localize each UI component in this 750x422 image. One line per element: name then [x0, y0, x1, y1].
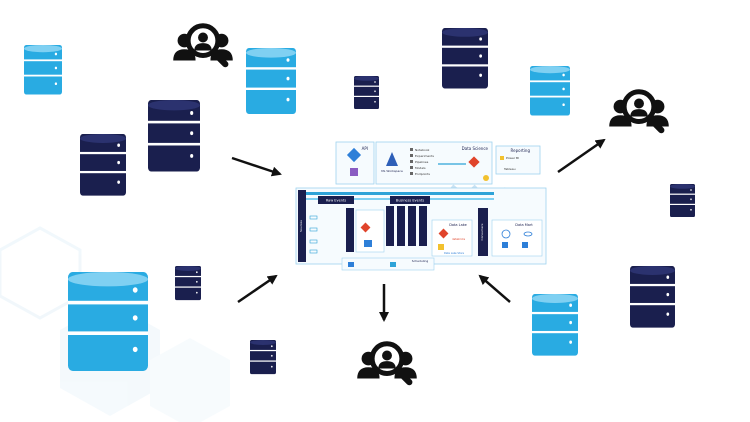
svg-text:Power BI: Power BI [506, 156, 519, 160]
raw-events-label: Raw Events [326, 199, 347, 203]
database-icon [24, 45, 63, 95]
ds-tools-list: Notebook Experiments Pipelines Models En… [410, 148, 434, 176]
svg-text:Endpoints: Endpoints [415, 172, 430, 176]
database-icon [80, 134, 126, 196]
database-icon [175, 266, 201, 301]
database-icon [68, 272, 148, 371]
svg-text:Models: Models [415, 166, 426, 170]
database-icon [246, 48, 296, 114]
consumers-label: Consumers [480, 223, 484, 240]
database-icon [148, 100, 200, 172]
sources-label: Sources [299, 220, 303, 232]
data-mart-label: Data Mart [515, 223, 533, 227]
database-icon [670, 184, 695, 217]
ml-workspace-label: ML Workspace [381, 169, 403, 173]
database-icon [530, 66, 570, 116]
architecture-panel: API Data Science ML Workspace Notebook E… [295, 141, 547, 271]
user-search-icon [173, 26, 233, 64]
user-search-icon [357, 344, 417, 382]
user-search-icon [609, 92, 669, 130]
api-label: API [362, 146, 368, 151]
database-icon [354, 76, 379, 109]
arrow-icon [478, 274, 511, 303]
reporting-label: Reporting [511, 148, 531, 153]
data-lake-store-label: Data Lake Store [444, 251, 464, 255]
svg-text:Pipelines: Pipelines [415, 160, 429, 164]
databricks-label: databricks [452, 237, 466, 241]
business-events-label: Business Events [396, 199, 425, 203]
database-icon [250, 340, 276, 375]
data-science-label: Data Science [462, 146, 489, 151]
database-icon [532, 294, 578, 356]
database-icon [630, 266, 675, 328]
scheduling-label: Scheduling [412, 259, 429, 263]
arrow-icon [237, 274, 278, 304]
data-lake-label: Data Lake [449, 223, 467, 227]
arrow-icon [557, 138, 606, 174]
database-icon [442, 28, 488, 89]
arrow-icon [231, 156, 282, 177]
svg-text:Notebook: Notebook [415, 148, 430, 152]
svg-text:Experiments: Experiments [415, 154, 434, 158]
svg-text:Tableau: Tableau [503, 167, 516, 171]
